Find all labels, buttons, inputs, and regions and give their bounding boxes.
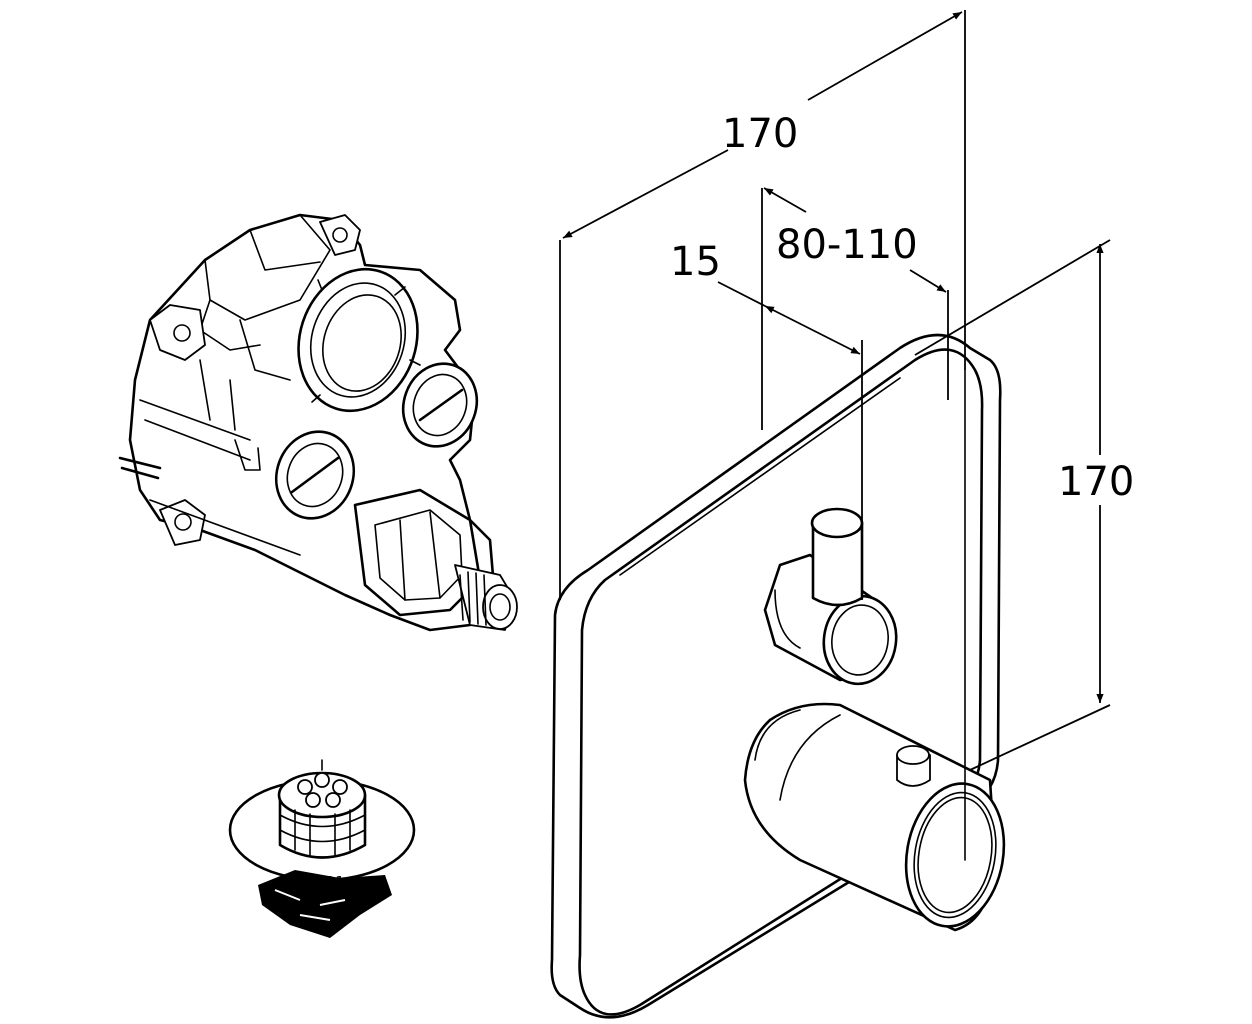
thermostatic-cartridge: 88011: [228, 759, 416, 938]
plate-height-label: 170: [1058, 459, 1134, 505]
installation-depth-label: 80-110: [776, 222, 918, 268]
plate-width-label: 170: [722, 111, 798, 157]
rough-in-valve-body: [118, 213, 518, 632]
dimension-lines: 170 170 15 80-110: [559, 10, 1134, 771]
diverter-handle: [763, 507, 898, 686]
thermostat-knob: [743, 702, 1006, 932]
offset-label: 15: [670, 239, 721, 285]
trim-plate-assembly: [550, 333, 1006, 1019]
cartridge-label: 88011: [297, 873, 345, 891]
